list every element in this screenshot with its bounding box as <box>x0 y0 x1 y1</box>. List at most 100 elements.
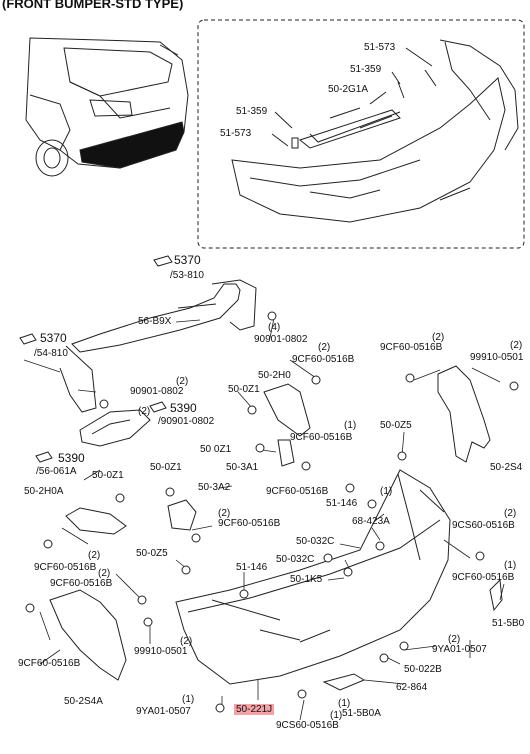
label-qty-2-i: (2) <box>98 568 111 579</box>
label-9cf60-a: 9CF60-0516B <box>292 354 355 365</box>
fastener-8 <box>43 539 53 549</box>
label-qty-1-a: (1) <box>344 420 357 431</box>
fastener-12 <box>137 595 147 605</box>
label-50-0z1-c: 50-0Z1 <box>150 462 182 473</box>
ref-arrow-icon-5390-left <box>35 451 53 463</box>
label-51-359-inset-left: 51-359 <box>236 106 268 117</box>
label-9cs60-right: 9CS60-0516B <box>452 520 515 531</box>
label-50-0z5-right: 50-0Z5 <box>380 420 412 431</box>
label-ref-5370-top: 5370 <box>174 253 201 267</box>
label-qty-2-j: (2) <box>180 636 193 647</box>
label-qty-2-k: (2) <box>448 634 461 645</box>
fastener-24 <box>297 689 307 699</box>
fastener-26 <box>99 399 109 409</box>
label-ref-56-061a: /56-061A <box>36 466 77 477</box>
fastener-5 <box>301 461 311 471</box>
label-9cf60-b: 9CF60-0516B <box>290 432 353 443</box>
fastener-22 <box>399 641 409 651</box>
label-9cf60-e: 9CF60-0516B <box>34 562 97 573</box>
label-9ya01-bottom: 9YA01-0507 <box>136 706 191 717</box>
label-qty-2-b: (2) <box>432 332 445 343</box>
label-50-2g1a: 50-2G1A <box>328 84 369 95</box>
fastener-25 <box>215 703 225 713</box>
label-50-1k5: 50-1K5 <box>290 574 323 585</box>
diagram-title: (FRONT BUMPER-STD TYPE) <box>2 0 184 11</box>
label-50-0z1-a: 50-0Z1 <box>228 384 260 395</box>
label-51-5b0: 51-5B0 <box>492 618 525 629</box>
label-50-3a1: 50-3A1 <box>226 462 259 473</box>
label-9cf60-top-right: 9CF60-0516B <box>380 342 443 353</box>
reinforcement-illustration <box>59 279 257 413</box>
label-99910-top-right: 99910-0501 <box>470 352 524 363</box>
fastener-16 <box>367 499 377 509</box>
label-99910-left: 99910-0501 <box>134 646 188 657</box>
ref-arrow-icon-5370-top <box>153 255 173 267</box>
label-ref-54-810: /54-810 <box>34 348 68 359</box>
reflector-right-illustration <box>263 383 311 437</box>
bracket-3a2-illustration <box>167 499 197 531</box>
fastener-14 <box>25 603 35 613</box>
ref-arrow-icon-5390-mid <box>149 401 167 413</box>
label-90901-0802-mid2: /90901-0802 <box>158 416 215 427</box>
label-50-3a2: 50-3A2 <box>198 482 231 493</box>
side-panel-left-illustration <box>49 589 127 681</box>
fastener-1 <box>267 311 277 321</box>
label-62-864: 62-864 <box>396 682 428 693</box>
label-qty-1-c: (1) <box>504 560 517 571</box>
label-qty-2-f: (2) <box>218 508 231 519</box>
label-51-146-right: 51-146 <box>326 498 358 509</box>
label-50-032c-a: 50-032C <box>296 536 335 547</box>
label-50-0z1-b: 50 0Z1 <box>200 444 232 455</box>
ref-arrow-icon-5370-left <box>19 333 37 345</box>
label-qty-4: (4) <box>268 322 281 333</box>
label-50-032c-b: 50-032C <box>276 554 315 565</box>
label-51-359-inset-top: 51-359 <box>350 64 382 75</box>
label-50-2h0a: 50-2H0A <box>24 486 64 497</box>
fastener-21 <box>475 551 485 561</box>
label-9ya01-right: 9YA01-0507 <box>432 644 487 655</box>
label-9cf60-h: 9CF60-0516B <box>18 658 81 669</box>
bracket-3a1-illustration <box>277 439 295 467</box>
label-51-146-mid: 51-146 <box>236 562 268 573</box>
label-qty-1-e: (1) <box>338 698 351 709</box>
label-51-573-inset-left: 51-573 <box>220 128 252 139</box>
label-50-2s4a: 50-2S4A <box>64 696 103 707</box>
fastener-23 <box>379 653 389 663</box>
label-68-423a: 68-423A <box>352 516 390 527</box>
label-9cf60-g: 9CF60-0516B <box>452 572 515 583</box>
label-qty-2-d: (2) <box>176 376 189 387</box>
label-ref-5390-left: 5390 <box>58 451 85 465</box>
label-50-221j: 50-221J <box>234 704 275 715</box>
inset-bumper-illustration <box>231 39 519 223</box>
label-50-2s4-right: 50-2S4 <box>490 462 523 473</box>
label-qty-2-c: (2) <box>510 340 523 351</box>
vehicle-rear-illustration <box>25 37 189 177</box>
fastener-7 <box>115 493 125 503</box>
fastener-27 <box>323 553 333 563</box>
label-50-0z5-left: 50-0Z5 <box>136 548 168 559</box>
fastener-11 <box>239 589 249 599</box>
label-90901-0802-mid: 90901-0802 <box>130 386 184 397</box>
side-bracket-illustration <box>79 409 151 447</box>
label-qty-1-d: (1) <box>182 694 195 705</box>
fastener-19 <box>405 373 415 383</box>
fastener-6 <box>165 487 175 497</box>
label-qty-1-b: (1) <box>380 486 393 497</box>
fastener-9 <box>191 533 201 543</box>
label-qty-2-e: (2) <box>138 406 151 417</box>
fastener-18 <box>397 451 407 461</box>
label-ref-53-810: /53-810 <box>170 270 204 281</box>
lamp-left-illustration <box>322 673 366 691</box>
label-50-0z1-d: 50-0Z1 <box>92 470 124 481</box>
fastener-10 <box>181 565 191 575</box>
label-90901-0802-top: 90901-0802 <box>254 334 308 345</box>
label-ref-5370-left: 5370 <box>40 331 67 345</box>
fastener-20 <box>509 381 519 391</box>
fastener-28 <box>343 567 353 577</box>
label-51-573-inset-top: 51-573 <box>364 42 396 53</box>
lamp-right-illustration <box>489 578 503 612</box>
fastener-3 <box>247 405 257 415</box>
fastener-13 <box>143 617 153 627</box>
side-panel-right-illustration <box>437 365 491 463</box>
